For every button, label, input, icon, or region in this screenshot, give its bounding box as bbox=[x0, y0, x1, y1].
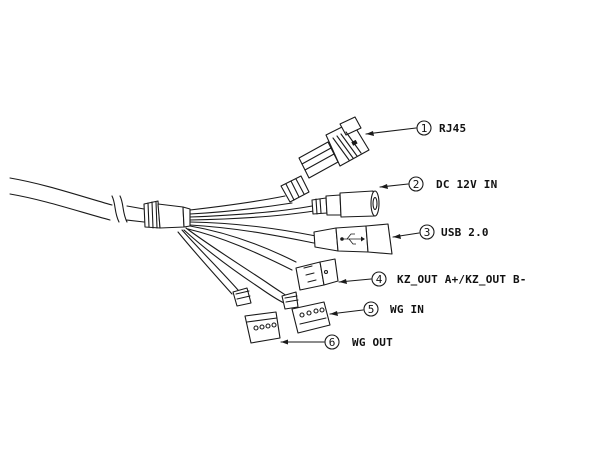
main-cable bbox=[9, 177, 145, 223]
callout-3-label: USB 2.0 bbox=[441, 226, 489, 239]
wire-usb bbox=[189, 221, 393, 255]
callout-2-circle bbox=[408, 176, 424, 192]
callout-2-number: 2 bbox=[413, 178, 420, 191]
wire-rj45 bbox=[189, 116, 370, 215]
callout-4-circle bbox=[371, 271, 387, 287]
callout-3-circle bbox=[419, 224, 435, 240]
callout-5-circle bbox=[363, 301, 379, 317]
callout-5: 5 WG IN bbox=[363, 301, 424, 317]
callout-3-number: 3 bbox=[424, 226, 431, 239]
wire-wg-out bbox=[177, 229, 281, 344]
callout-1-circle bbox=[416, 120, 432, 136]
callout-2: 2 DC 12V IN bbox=[408, 176, 497, 192]
callout-1: 1 RJ45 bbox=[416, 120, 466, 136]
callout-6: 6 WG OUT bbox=[324, 334, 393, 350]
callout-4-label: KZ_OUT A+/KZ_OUT B- bbox=[397, 273, 527, 286]
callout-6-number: 6 bbox=[329, 336, 336, 349]
callout-1-label: RJ45 bbox=[439, 122, 466, 135]
leader-lines bbox=[280, 127, 420, 345]
callout-4-number: 4 bbox=[376, 273, 383, 286]
callout-5-label: WG IN bbox=[390, 303, 424, 316]
wire-dc-power bbox=[189, 190, 380, 221]
callout-3: 3 USB 2.0 bbox=[419, 224, 489, 240]
callout-4: 4 KZ_OUT A+/KZ_OUT B- bbox=[371, 271, 527, 287]
callout-6-label: WG OUT bbox=[352, 336, 393, 349]
callout-6-circle bbox=[324, 334, 340, 350]
callout-2-label: DC 12V IN bbox=[436, 178, 497, 191]
callout-1-number: 1 bbox=[421, 122, 428, 135]
split-boot bbox=[143, 200, 191, 229]
wire-kz-out bbox=[187, 225, 339, 291]
callout-5-number: 5 bbox=[368, 303, 375, 316]
wire-wg-in bbox=[183, 227, 331, 334]
